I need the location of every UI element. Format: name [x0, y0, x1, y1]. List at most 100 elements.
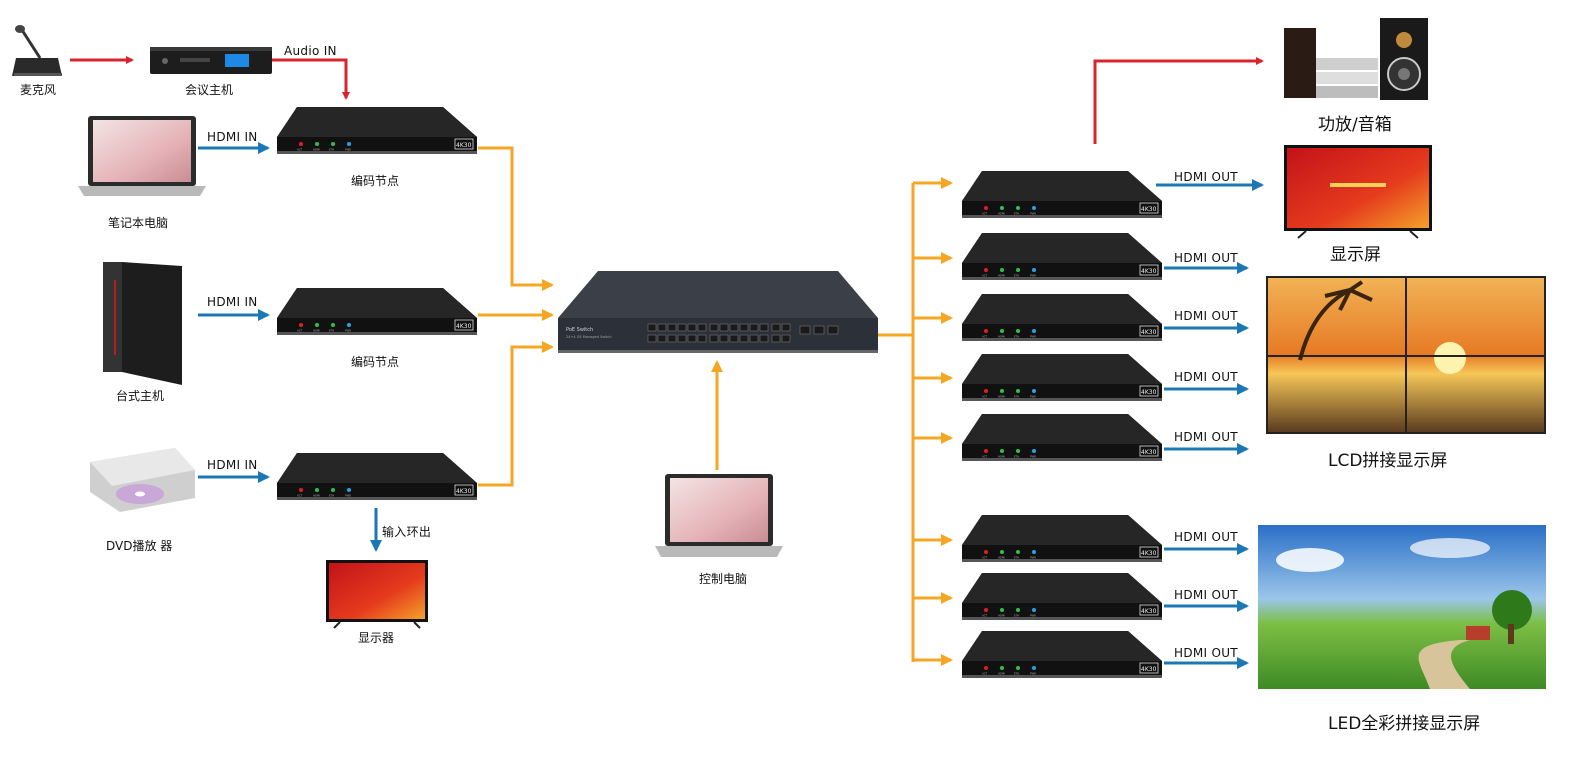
audio-in-label: Audio IN [284, 44, 337, 58]
node-led-label: ETH [1014, 335, 1019, 339]
loop-display-icon [326, 560, 428, 629]
lcd-video-wall-icon [1266, 276, 1546, 434]
conference-host-icon [150, 47, 272, 74]
decoder-node-6 [961, 514, 1163, 563]
hdmi-links [198, 142, 1264, 669]
hdmi-out-label-2: HDMI OUT [1174, 251, 1238, 265]
node-badge-10: 4K30 [1141, 608, 1157, 615]
speaker-label: 功放/音箱 [1318, 115, 1392, 135]
audio-links [70, 56, 1264, 144]
node-led-label: HDMI [313, 329, 320, 333]
node-led-label: PWR [1030, 614, 1036, 618]
node-led-label: PWR [345, 148, 351, 152]
node-led-label: HDMI [998, 455, 1005, 459]
node-led-label: PWR [1030, 556, 1036, 560]
node-led-label: HDMI [998, 335, 1005, 339]
node-led-label: ACT [297, 494, 303, 498]
node-led-label: PWR [1030, 335, 1036, 339]
node-led-label: ACT [982, 672, 988, 676]
control-pc-label: 控制电脑 [699, 572, 748, 586]
hdmi-out-label-4: HDMI OUT [1174, 370, 1238, 384]
decoder-node-4 [961, 353, 1163, 402]
node-led-label: ETH [1014, 395, 1019, 399]
node-led-label: HDMI [998, 212, 1005, 216]
node-led-label: ACT [982, 455, 988, 459]
switch-subtitle: 24+4 GE Managed Switch [566, 335, 612, 339]
desktop-label: 台式主机 [116, 389, 165, 403]
decoder-node-3 [961, 293, 1163, 342]
hdmi-out-label-8: HDMI OUT [1174, 646, 1238, 660]
lcd-wall-label: LCD拼接显示屏 [1328, 451, 1448, 471]
node-led-label: ETH [1014, 274, 1019, 278]
control-pc-icon [655, 474, 783, 557]
node-led-label: ETH [1014, 672, 1019, 676]
hdmi-out-label-7: HDMI OUT [1174, 588, 1238, 602]
desktop-tower-icon [103, 262, 182, 385]
encoder-label-1: 编码节点 [351, 174, 400, 188]
node-badge-1: 4K30 [456, 142, 472, 149]
hdmi-in-label-1: HDMI IN [207, 130, 258, 144]
node-led-label: ETH [329, 494, 334, 498]
node-led-label: HDMI [313, 148, 320, 152]
node-led-label: HDMI [998, 556, 1005, 560]
node-led-label: ETH [1014, 212, 1019, 216]
decoder-node-2 [961, 232, 1163, 281]
encoder-label-2: 编码节点 [351, 355, 400, 369]
node-led-label: ACT [982, 614, 988, 618]
node-badge-3: 4K30 [456, 488, 472, 495]
hdmi-in-label-3: HDMI IN [207, 458, 258, 472]
node-led-label: PWR [1030, 212, 1036, 216]
node-led-label: ACT [297, 148, 303, 152]
node-led-label: ACT [982, 274, 988, 278]
tv-label: 显示屏 [1330, 245, 1381, 265]
node-led-label: ETH [329, 148, 334, 152]
node-led-label: PWR [345, 329, 351, 333]
led-video-wall-icon [1258, 525, 1546, 689]
node-led-label: ACT [982, 556, 988, 560]
encoder-node-1 [276, 106, 478, 155]
dvd-player-icon [90, 448, 195, 512]
node-led-label: HDMI [998, 395, 1005, 399]
node-led-label: ACT [982, 335, 988, 339]
encoder-node-3 [276, 452, 478, 501]
node-led-label: HDMI [998, 672, 1005, 676]
dvd-label: DVD播放 器 [106, 539, 173, 553]
node-led-label: ETH [1014, 614, 1019, 618]
node-badge-2: 4K30 [456, 323, 472, 330]
microphone-icon [12, 25, 62, 76]
node-led-label: PWR [1030, 395, 1036, 399]
node-led-label: PWR [1030, 274, 1036, 278]
network-links [478, 146, 953, 666]
decoder-node-8 [961, 630, 1163, 679]
decoder-node-1 [961, 170, 1163, 219]
node-led-label: ETH [1014, 455, 1019, 459]
node-led-label: PWR [1030, 455, 1036, 459]
node-badge-5: 4K30 [1141, 268, 1157, 275]
node-led-label: HDMI [998, 274, 1005, 278]
laptop-icon [78, 116, 206, 196]
node-led-label: ACT [982, 395, 988, 399]
node-led-label: HDMI [313, 494, 320, 498]
decoder-node-7 [961, 572, 1163, 621]
node-badge-11: 4K30 [1141, 666, 1157, 673]
hdmi-out-label-6: HDMI OUT [1174, 530, 1238, 544]
node-led-label: PWR [345, 494, 351, 498]
node-led-label: ACT [297, 329, 303, 333]
laptop-label: 笔记本电脑 [108, 216, 169, 230]
node-badge-6: 4K30 [1141, 329, 1157, 336]
switch-title: PoE Switch [566, 327, 593, 333]
node-led-label: PWR [1030, 672, 1036, 676]
decoder-node-5 [961, 413, 1163, 462]
node-badge-9: 4K30 [1141, 550, 1157, 557]
led-wall-label: LED全彩拼接显示屏 [1328, 714, 1481, 734]
loop-display-label: 显示器 [358, 631, 395, 645]
hdmi-out-label-5: HDMI OUT [1174, 430, 1238, 444]
node-led-label: ETH [329, 329, 334, 333]
speaker-system-icon [1284, 18, 1428, 100]
encoder-node-2 [276, 287, 478, 336]
poe-switch-icon: PoE Switch 24+4 GE Managed Switch [558, 271, 878, 353]
node-led-label: ETH [1014, 556, 1019, 560]
node-badge-8: 4K30 [1141, 449, 1157, 456]
tv-display-icon [1284, 145, 1432, 239]
